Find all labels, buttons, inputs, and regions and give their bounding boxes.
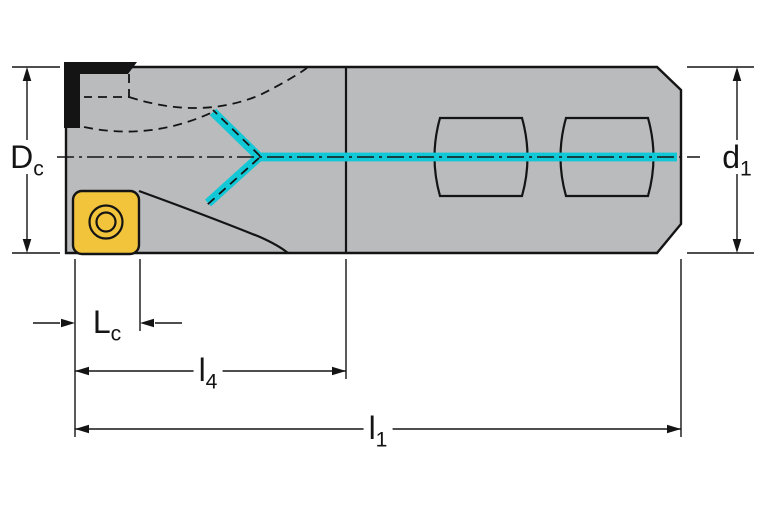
insert-screw-hole <box>95 211 117 233</box>
left-edge-insert <box>64 62 80 128</box>
coolant-lower-hidden-line <box>206 157 260 206</box>
d1-label-sub: 1 <box>740 157 752 181</box>
insert-screw-ring <box>88 204 124 240</box>
l1-arrow-right <box>667 424 681 434</box>
lc-label-sub: c <box>110 322 122 346</box>
l1-arrow-left <box>75 424 89 434</box>
l4-label-main: l <box>198 352 206 388</box>
lc-arrow-right <box>140 318 154 328</box>
hidden-flute-contour-lower <box>83 111 214 133</box>
dc-arrow-up <box>22 67 32 81</box>
l1-label-main: l <box>368 410 376 446</box>
l4-label-sub: 4 <box>205 370 218 394</box>
shank-groove-left <box>433 116 529 198</box>
l4-label: l4 <box>193 352 223 392</box>
top-insert <box>64 62 137 74</box>
lc-arrow-left <box>61 318 75 328</box>
shank-groove-right <box>559 116 655 198</box>
d1-arrow-up <box>732 67 742 81</box>
flute-contour <box>138 189 289 254</box>
d1-arrow-down <box>732 239 742 253</box>
coolant-upper-hidden-line <box>212 109 261 157</box>
l4-arrow-right <box>332 366 346 376</box>
hidden-flute-contour-upper <box>128 67 308 109</box>
coolant-channel-horizontal <box>257 152 677 162</box>
l1-label-sub: 1 <box>375 428 388 452</box>
dc-label: Dc <box>5 139 49 179</box>
d1-label-main: d <box>722 139 741 175</box>
lc-label: Lc <box>87 304 127 344</box>
cutting-insert <box>71 189 141 256</box>
dc-arrow-down <box>22 239 32 253</box>
coolant-channel-upper <box>209 108 263 161</box>
d1-label: d1 <box>717 139 757 179</box>
dc-label-sub: c <box>33 157 44 181</box>
lc-label-main: L <box>92 304 111 340</box>
l4-arrow-left <box>75 366 89 376</box>
dc-label-main: D <box>10 139 34 175</box>
l1-label: l1 <box>363 410 393 450</box>
